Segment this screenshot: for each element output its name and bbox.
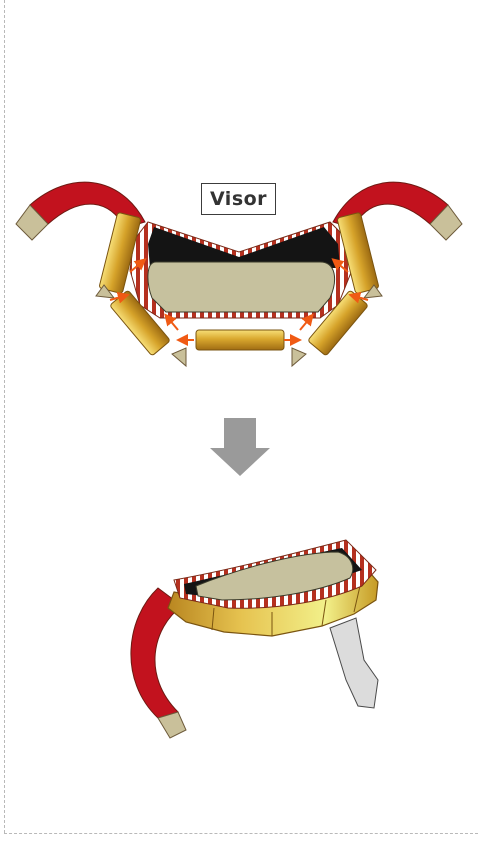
visor-lens bbox=[148, 262, 335, 312]
assembled-visor bbox=[131, 540, 378, 738]
bottom-gold-bar bbox=[196, 330, 284, 350]
visor-label: Visor bbox=[201, 183, 276, 215]
down-arrow bbox=[210, 418, 270, 476]
grey-strap bbox=[330, 618, 378, 708]
